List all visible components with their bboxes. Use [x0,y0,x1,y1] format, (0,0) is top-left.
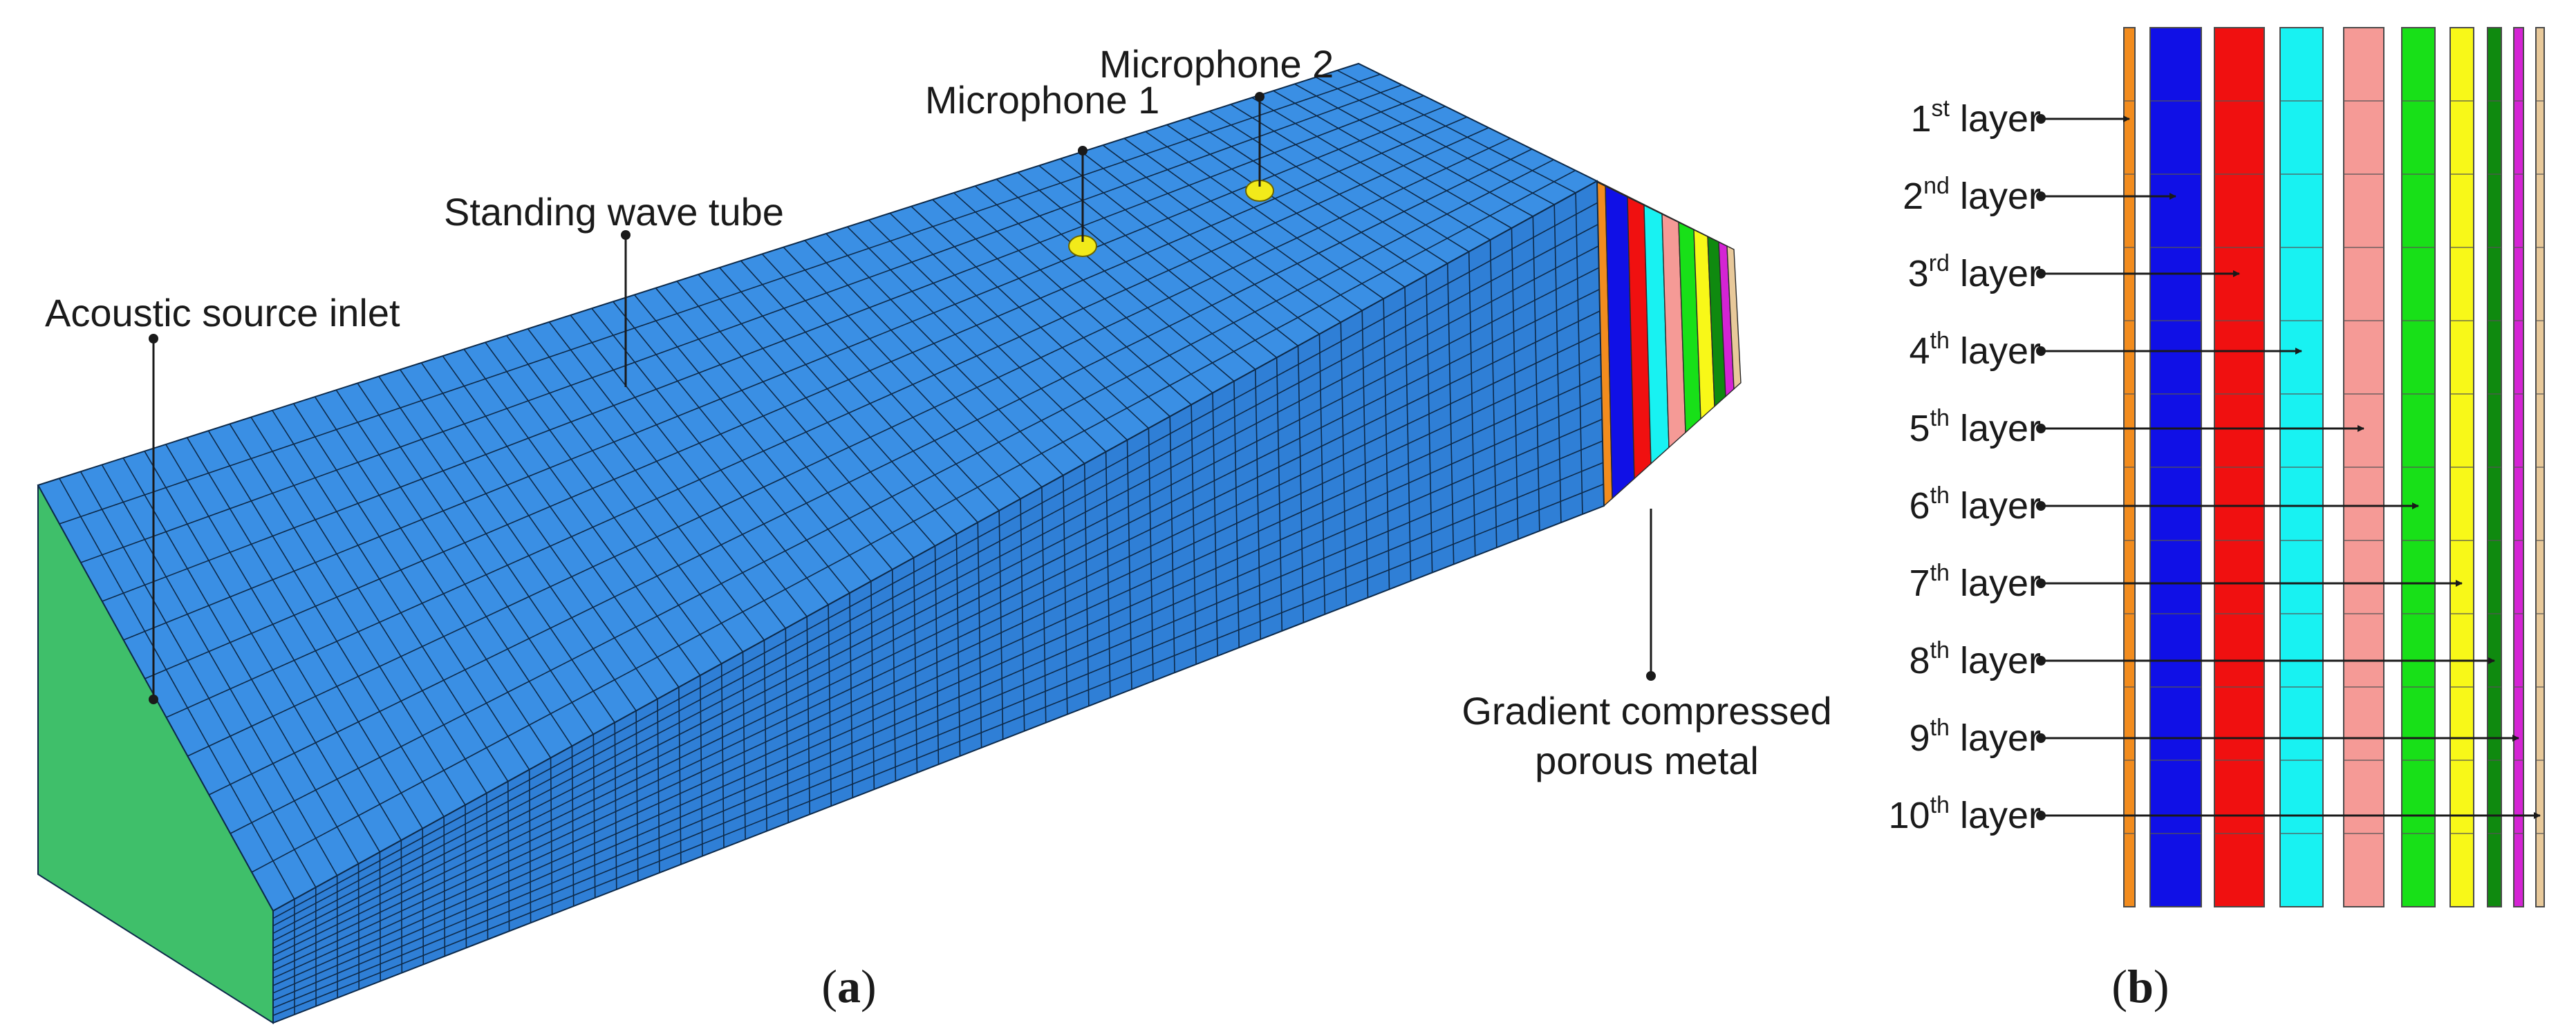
layer-10-dot [2036,811,2046,820]
layer-8-label: 8th layer [1910,637,2041,681]
layer-4-label: 4th layer [1910,328,2041,372]
tube-mesh-grid [59,70,1604,1016]
label-acoustic-source-inlet: Acoustic source inlet [45,291,400,335]
layer-8-dot [2036,656,2046,666]
layer-3-dot [2036,269,2046,279]
panel-b: 1st layer 2nd layer 3rd layer 4th layer 5th … [1889,27,2545,1013]
layer-strips [2123,27,2545,907]
layer-2-dot [2036,191,2046,201]
layer-6-dot [2036,501,2046,511]
layer-1-dot [2036,114,2046,124]
acoustic-inlet-face [37,484,274,1024]
layer-7-label: 7th layer [1910,560,2041,604]
layer-9-dot [2036,733,2046,743]
label-porous-metal: porous metal [1535,739,1759,782]
layer-labels: 1st layer 2nd layer 3rd layer 4th layer 5th … [1889,95,2541,836]
layer-1-label: 1st layer [1910,95,2041,140]
layer-5-dot [2036,424,2046,433]
label-microphone-1: Microphone 1 [925,78,1159,122]
layer-9-label: 9th layer [1910,715,2041,759]
panel-a-leaders [152,97,1652,699]
layer-2-label: 2nd layer [1903,173,2041,217]
label-microphone-2: Microphone 2 [1099,42,1334,86]
layer-10-label: 10th layer [1889,792,2042,836]
layer-4-dot [2036,346,2046,356]
porous-layer-10-front [1726,245,1742,390]
layer-3-label: 3rd layer [1908,250,2041,294]
panel-label-a: (a) [821,960,876,1013]
panel-a-leader-dots [149,92,1656,704]
layer-5-label: 5th layer [1910,405,2041,449]
label-gradient-compressed: Gradient compressed [1462,689,1831,733]
layer-7-dot [2036,578,2046,588]
label-standing-wave-tube: Standing wave tube [444,190,784,234]
panel-a: Microphone 2 Microphone 1 Standing wave … [37,42,1832,1024]
panel-label-b: (b) [2111,960,2169,1013]
layer-6-label: 6th layer [1910,482,2041,527]
